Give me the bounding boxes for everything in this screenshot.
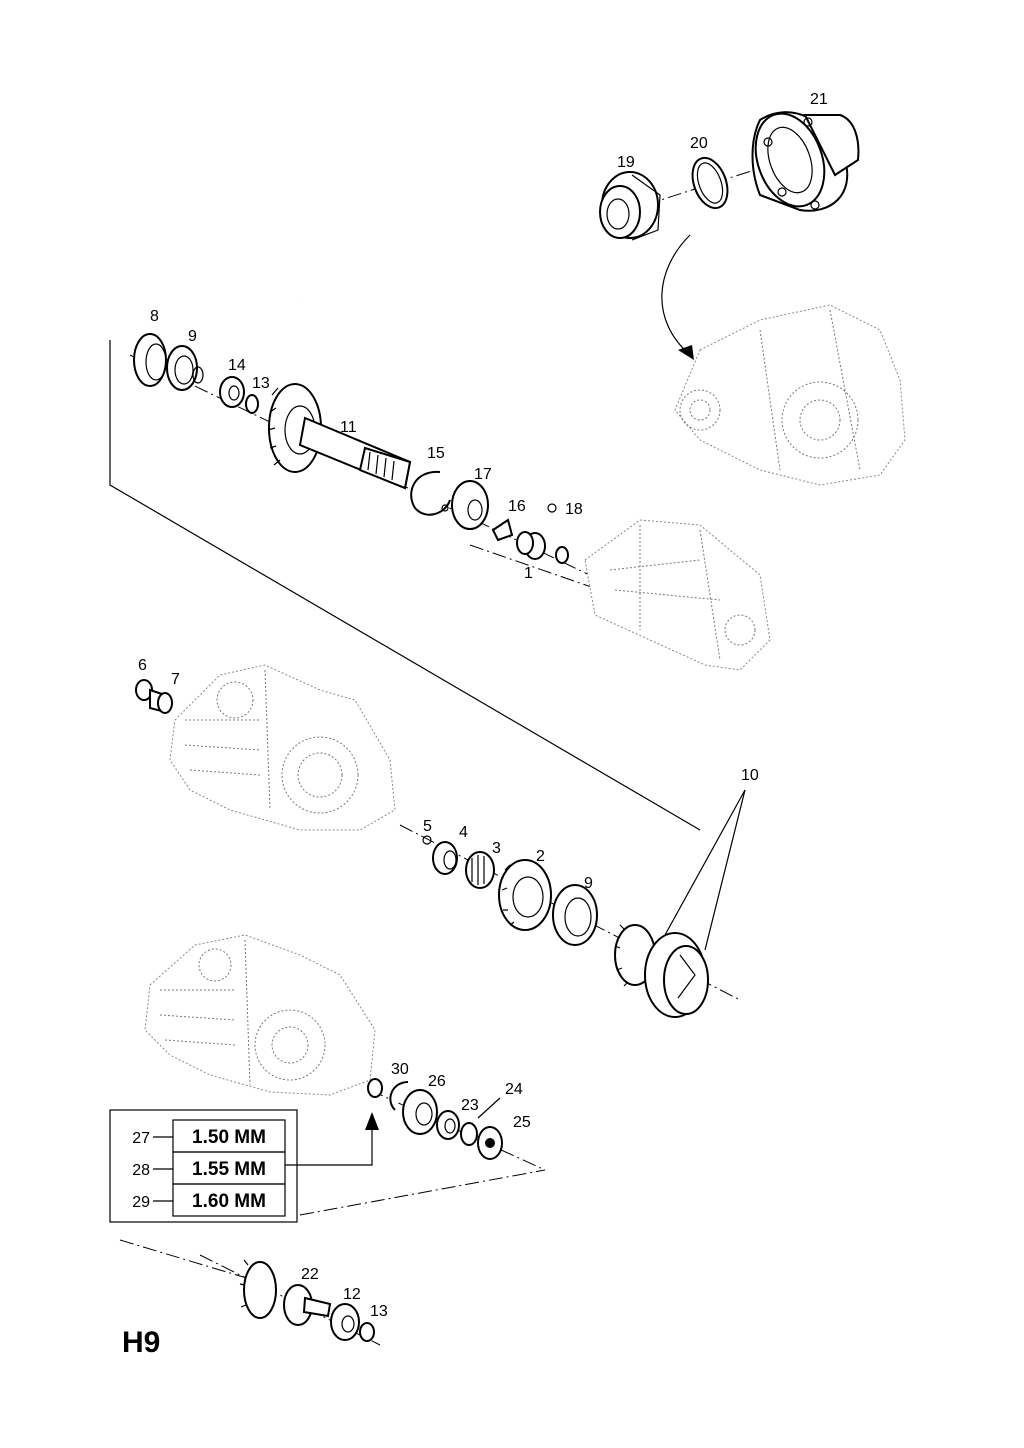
upper-shaft-assembly bbox=[133, 333, 569, 564]
seal-19 bbox=[599, 171, 661, 241]
shim-row-27-value: 1.50 MM bbox=[192, 1127, 266, 1148]
callout-6: 6 bbox=[138, 657, 147, 674]
pinion-shaft-22 bbox=[239, 1259, 332, 1326]
o-ring-20 bbox=[691, 156, 729, 210]
callout-8: 8 bbox=[150, 308, 159, 325]
needle-bearing-3 bbox=[465, 851, 495, 889]
callout-9a: 9 bbox=[188, 328, 197, 345]
callout-30: 30 bbox=[391, 1061, 409, 1078]
callout-9b: 9 bbox=[584, 875, 593, 892]
shim-pointer-arrow bbox=[365, 1112, 379, 1130]
gear-2 bbox=[498, 859, 552, 931]
callout-1: 1 bbox=[524, 565, 533, 582]
bearing-14 bbox=[219, 376, 245, 408]
housing-left-lower bbox=[144, 934, 376, 1096]
bearing-race-8 bbox=[133, 333, 167, 387]
callout-23: 23 bbox=[461, 1097, 479, 1114]
callout-4: 4 bbox=[459, 824, 468, 841]
callout-3: 3 bbox=[492, 840, 501, 857]
circlip-30 bbox=[367, 1078, 409, 1111]
callout-7: 7 bbox=[171, 671, 180, 688]
shim-row-29-value: 1.60 MM bbox=[192, 1191, 266, 1212]
housing-middle-right bbox=[584, 519, 771, 671]
bush-7 bbox=[149, 688, 173, 714]
circlip-13-lower bbox=[359, 1322, 375, 1342]
shim-pointer-line bbox=[285, 1128, 373, 1166]
thrust-washer-17 bbox=[451, 480, 489, 530]
callout-16: 16 bbox=[508, 498, 526, 515]
seal-assembly bbox=[599, 111, 860, 360]
circlip-15 bbox=[410, 470, 451, 516]
callout-11: 11 bbox=[340, 419, 357, 436]
cover-21 bbox=[751, 111, 860, 212]
diagram-id: H9 bbox=[122, 1326, 160, 1359]
middle-assembly bbox=[135, 679, 746, 1018]
shim-row-29-ref: 29 bbox=[132, 1194, 150, 1211]
callout-22: 22 bbox=[301, 1266, 319, 1283]
plate-25 bbox=[477, 1126, 503, 1160]
callout-19: 19 bbox=[617, 154, 635, 171]
callout-13b: 13 bbox=[370, 1303, 388, 1320]
shim-row-28-value: 1.55 MM bbox=[192, 1159, 266, 1180]
shim-row-28-ref: 28 bbox=[132, 1162, 150, 1179]
callout-20: 20 bbox=[690, 135, 708, 152]
callout-13a: 13 bbox=[252, 375, 270, 392]
bearing-26 bbox=[402, 1089, 438, 1135]
callout-10: 10 bbox=[741, 767, 759, 784]
shim-table: 27 28 29 1.50 MM 1.55 MM 1.60 MM bbox=[109, 1109, 379, 1223]
callout-21: 21 bbox=[810, 91, 828, 108]
callout-18: 18 bbox=[565, 501, 583, 518]
synchro-ring-9-upper bbox=[166, 345, 204, 391]
sleeve-4 bbox=[432, 841, 458, 875]
circlip-13-upper bbox=[245, 394, 259, 414]
install-arrow bbox=[661, 234, 691, 356]
callout-25: 25 bbox=[513, 1114, 531, 1131]
shim-row-27-ref: 27 bbox=[132, 1130, 150, 1147]
needle-bearing-1 bbox=[516, 531, 569, 564]
callouts: 21 20 19 8 9 14 13 11 15 17 16 18 1 6 7 … bbox=[138, 91, 828, 1320]
shim-row-29-box bbox=[172, 1183, 286, 1217]
bearing-12 bbox=[330, 1303, 360, 1341]
housing-top-right bbox=[674, 304, 906, 486]
lower-assembly bbox=[239, 1078, 503, 1342]
synchro-ring-9-middle bbox=[552, 884, 598, 946]
housing-left-upper bbox=[169, 664, 396, 831]
ball-5 bbox=[422, 835, 432, 845]
callout-12: 12 bbox=[343, 1286, 361, 1303]
callout-5: 5 bbox=[423, 818, 432, 835]
bearing-23 bbox=[436, 1110, 460, 1140]
callout-15: 15 bbox=[427, 445, 445, 462]
callout-17: 17 bbox=[474, 466, 492, 483]
washer-16 bbox=[491, 518, 514, 542]
callout-26: 26 bbox=[428, 1073, 446, 1090]
callout-2: 2 bbox=[536, 848, 545, 865]
synchro-hub-10 bbox=[614, 924, 709, 1018]
ball-18 bbox=[547, 503, 557, 513]
install-arrow-head bbox=[678, 345, 694, 360]
callout-14: 14 bbox=[228, 357, 246, 374]
output-shaft-11 bbox=[267, 383, 412, 490]
washer-24 bbox=[460, 1122, 478, 1146]
callout-24: 24 bbox=[505, 1081, 523, 1098]
